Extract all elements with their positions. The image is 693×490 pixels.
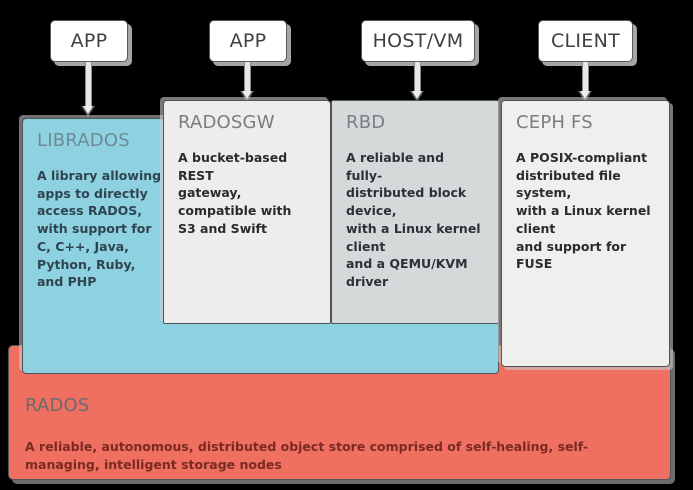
client-box-label: APP bbox=[229, 30, 267, 52]
client-box-label: HOST/VM bbox=[372, 30, 464, 52]
panel-rbd-body: A reliable and fully- distributed block … bbox=[346, 149, 481, 290]
client-box-app-radosgw[interactable]: APP bbox=[209, 20, 287, 62]
arrow-head-client-to-cephfs bbox=[578, 91, 592, 102]
panel-rados-body: A reliable, autonomous, distributed obje… bbox=[25, 438, 589, 472]
client-box-host-vm[interactable]: HOST/VM bbox=[361, 20, 475, 62]
panel-librados-body: A library allowing apps to directly acce… bbox=[37, 167, 162, 290]
client-box-label: APP bbox=[70, 30, 108, 52]
arrow-shaft-app-to-librados bbox=[85, 62, 92, 109]
panel-rbd-title: RBD bbox=[346, 112, 386, 133]
panel-librados-title: LIBRADOS bbox=[37, 130, 130, 151]
panel-cephfs-body: A POSIX-compliant distributed file syste… bbox=[516, 149, 651, 272]
arrow-shaft-client-to-cephfs bbox=[582, 62, 589, 94]
arrow-shaft-hostvm-to-rbd bbox=[414, 62, 421, 94]
client-box-label: CLIENT bbox=[550, 30, 621, 52]
arrow-shaft-app-to-radosgw bbox=[244, 62, 251, 94]
arrow-head-app-to-radosgw bbox=[240, 91, 254, 102]
panel-rados-title: RADOS bbox=[25, 395, 90, 416]
panel-radosgw[interactable]: RADOSGW A bucket-based REST gateway, com… bbox=[163, 100, 331, 324]
panel-radosgw-body: A bucket-based REST gateway, compatible … bbox=[178, 149, 292, 236]
panel-cephfs[interactable]: CEPH FS A POSIX-compliant distributed fi… bbox=[501, 100, 670, 367]
panel-rbd[interactable]: RBD A reliable and fully- distributed bl… bbox=[331, 100, 499, 324]
panel-cephfs-title: CEPH FS bbox=[516, 112, 593, 133]
arrow-head-app-to-librados bbox=[81, 106, 95, 117]
client-box-client[interactable]: CLIENT bbox=[538, 20, 633, 62]
client-box-app-librados[interactable]: APP bbox=[50, 20, 128, 62]
panel-radosgw-title: RADOSGW bbox=[178, 112, 275, 133]
arrow-head-hostvm-to-rbd bbox=[410, 91, 424, 102]
